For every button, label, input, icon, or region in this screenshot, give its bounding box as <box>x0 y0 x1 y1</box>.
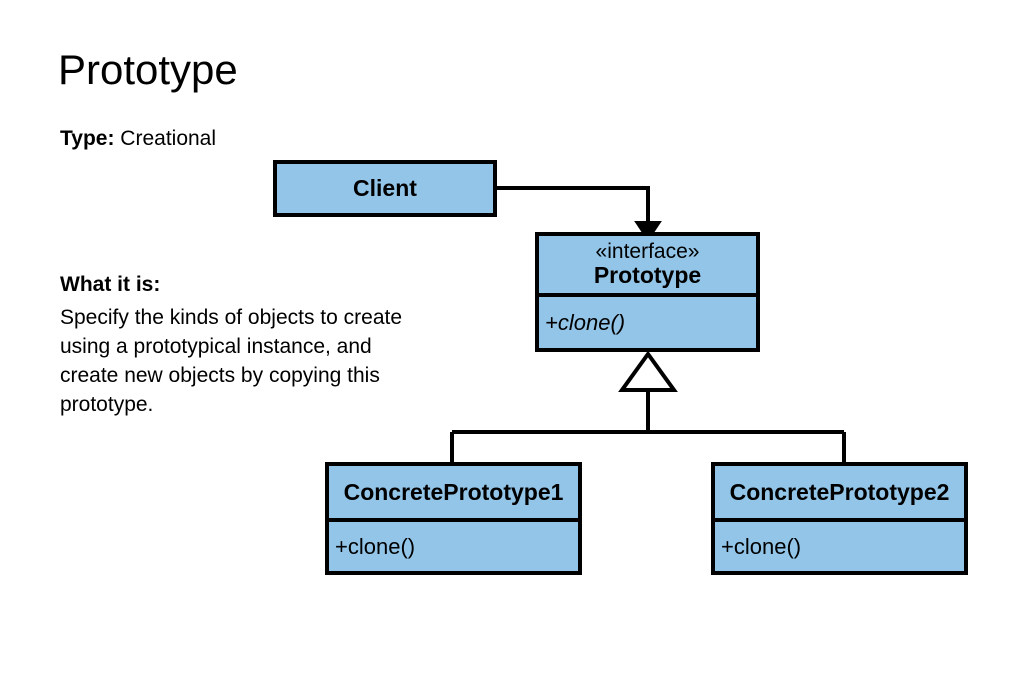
concreteprototype2-class-name: ConcretePrototype2 <box>729 478 950 505</box>
client-name-row: Client <box>277 164 493 213</box>
concreteprototype2-operation-clone: +clone() <box>721 533 802 559</box>
concreteprototype2-operations-row: +clone() <box>715 518 964 571</box>
description-line-3: create new objects by copying this <box>60 364 380 387</box>
concreteprototype1-operation-clone: +clone() <box>335 533 416 559</box>
description-line-2: using a prototypical instance, and <box>60 335 372 358</box>
page-title: Prototype <box>58 46 238 93</box>
prototype-name-row: «interface» Prototype <box>539 236 756 293</box>
concreteprototype1-operations-row: +clone() <box>329 518 578 571</box>
uml-class-concreteprototype1[interactable]: ConcretePrototype1 +clone() <box>325 462 582 575</box>
description-line-4: prototype. <box>60 393 154 416</box>
uml-class-client[interactable]: Client <box>273 160 497 217</box>
what-it-is-description: Specify the kinds of objects to create u… <box>60 303 490 419</box>
description-line-1: Specify the kinds of objects to create <box>60 306 403 329</box>
prototype-operation-clone: +clone() <box>545 309 626 335</box>
what-it-is-label: What it is: <box>60 273 161 296</box>
pattern-type-line: Type: Creational <box>60 126 216 151</box>
concreteprototype1-name-row: ConcretePrototype1 <box>329 466 578 518</box>
concreteprototype2-name-row: ConcretePrototype2 <box>715 466 964 518</box>
prototype-operations-row: +clone() <box>539 293 756 348</box>
uml-class-concreteprototype2[interactable]: ConcretePrototype2 +clone() <box>711 462 968 575</box>
pattern-type-label: Type: <box>60 127 115 150</box>
prototype-class-name: Prototype <box>593 262 702 289</box>
prototype-name-cell: «interface» Prototype <box>539 240 756 289</box>
uml-class-prototype[interactable]: «interface» Prototype +clone() <box>535 232 760 352</box>
hollow-triangle-icon <box>618 350 678 392</box>
concreteprototype1-class-name: ConcretePrototype1 <box>343 478 564 505</box>
prototype-stereotype: «interface» <box>595 239 700 263</box>
pattern-type-value: Creational <box>120 127 217 150</box>
connector-generalization-tree <box>450 350 846 462</box>
client-class-name: Client <box>353 175 417 201</box>
